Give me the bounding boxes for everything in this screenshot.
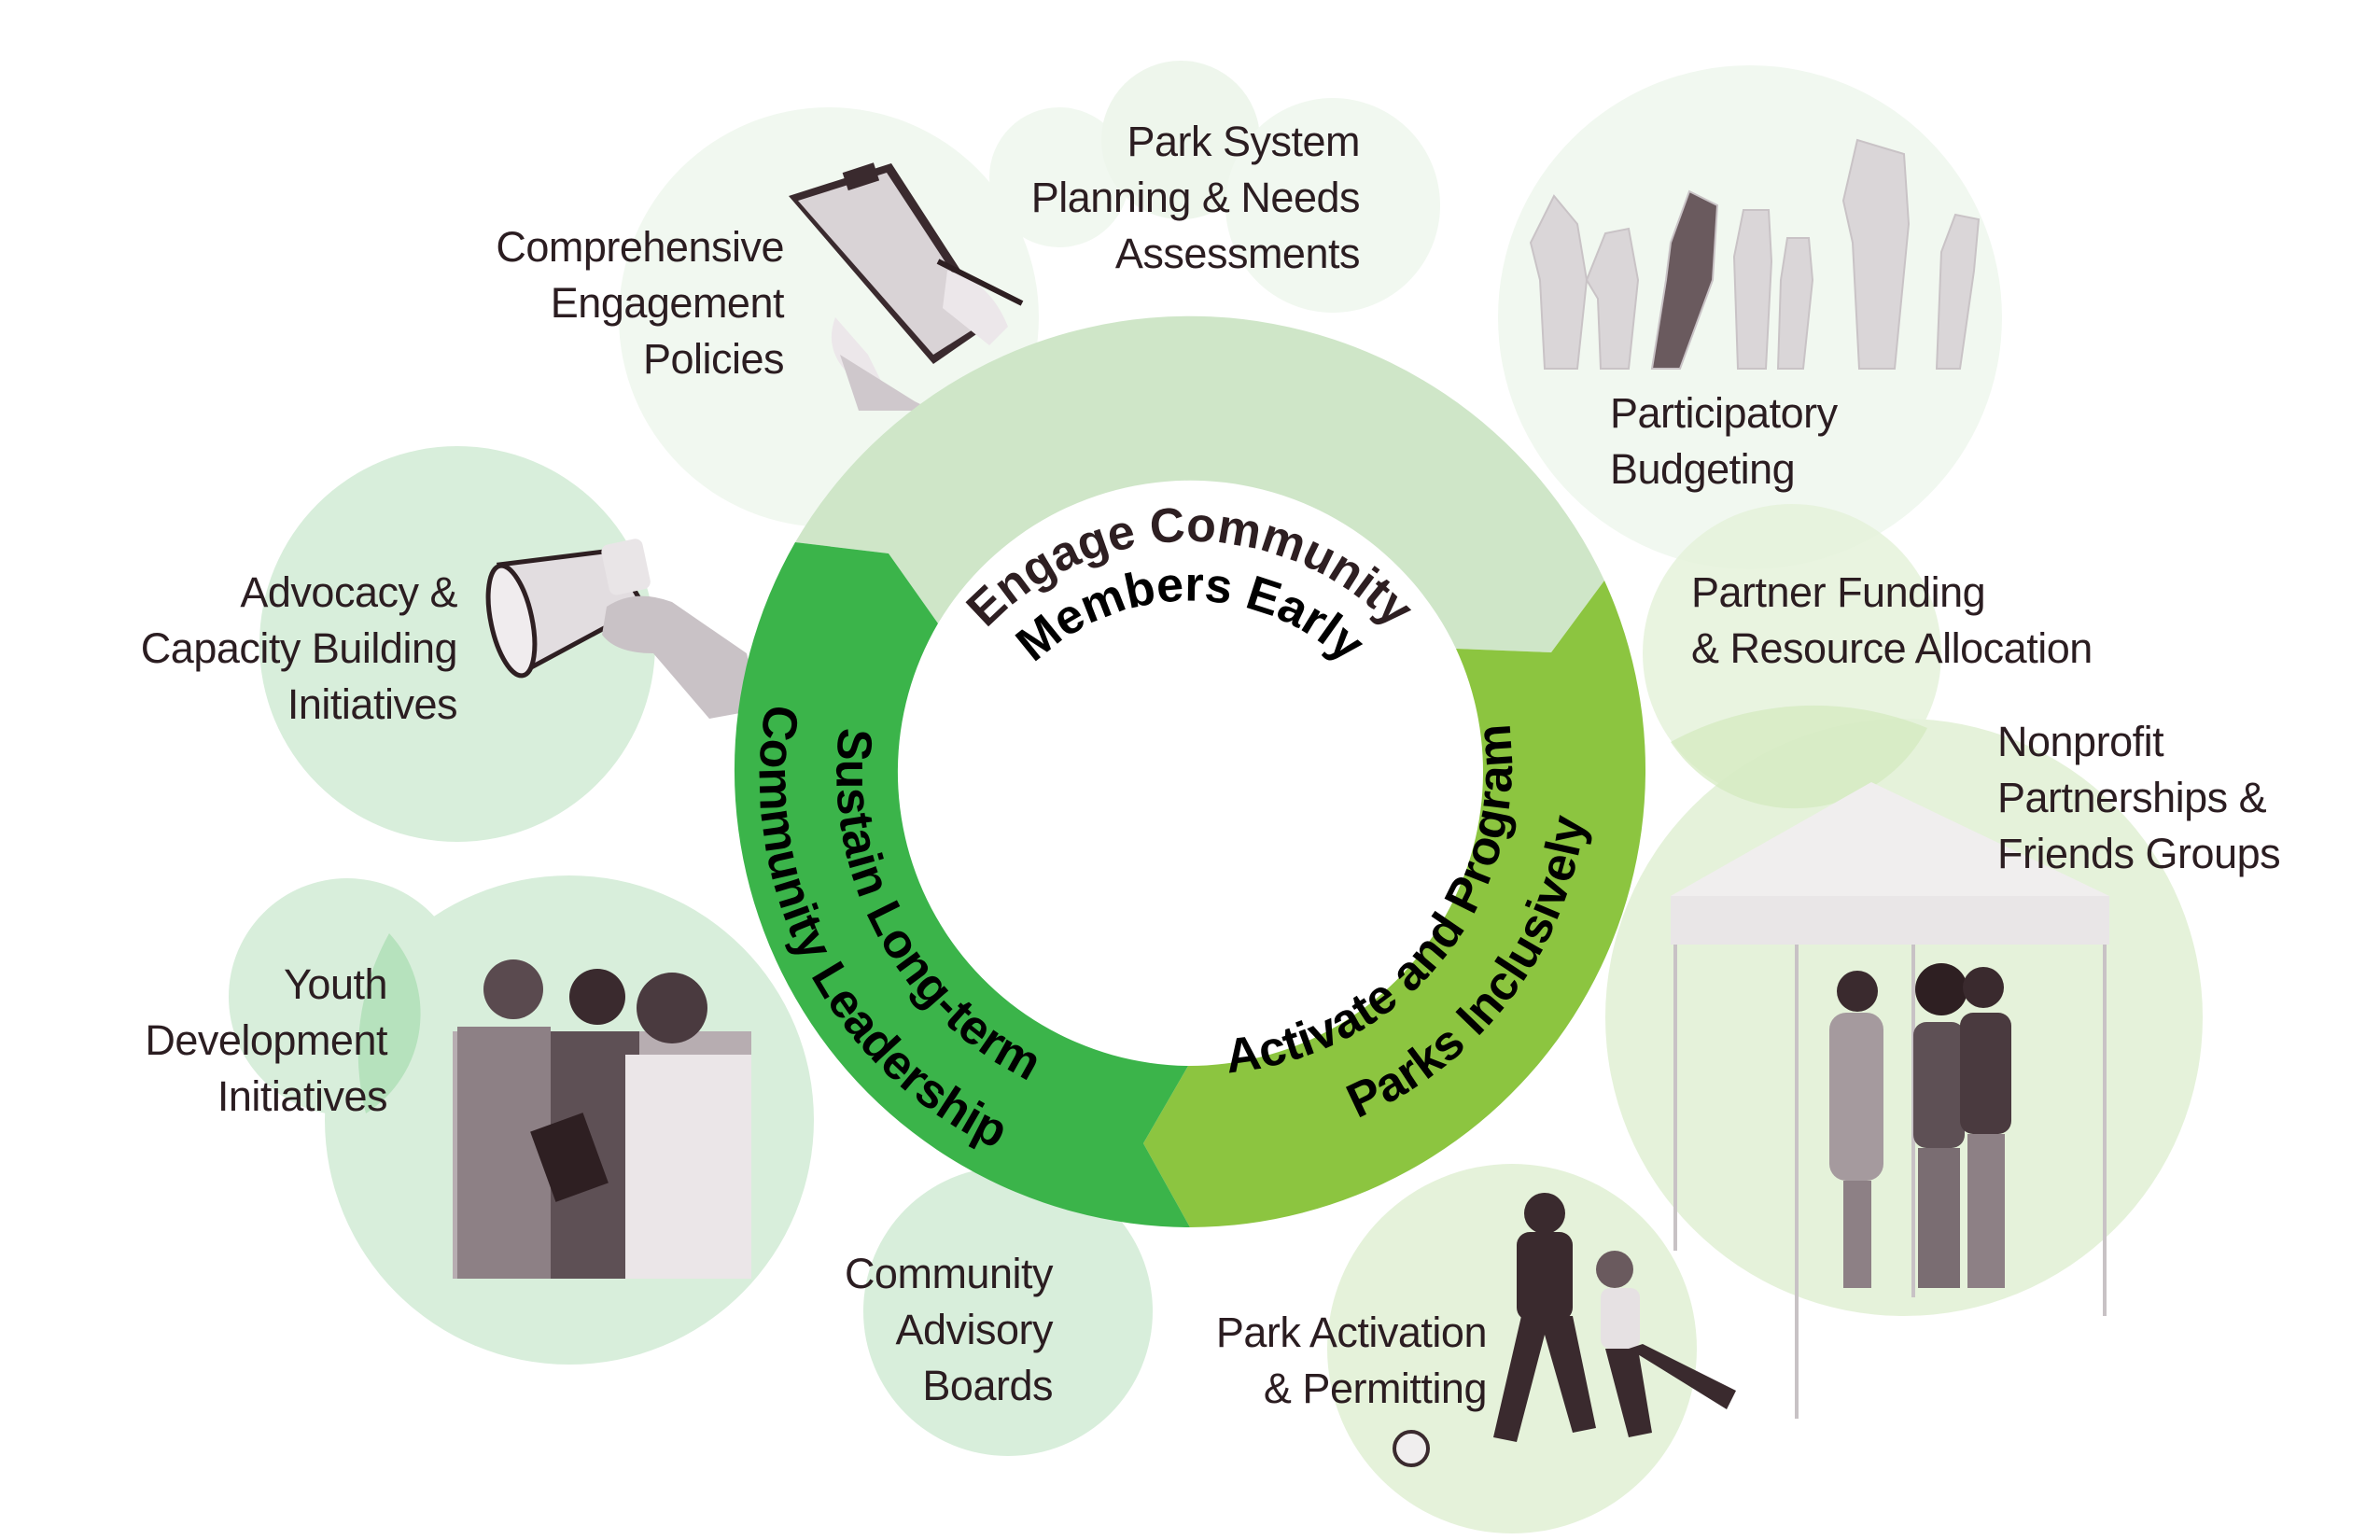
clipboard-photo	[789, 162, 1024, 411]
soccer-players-photo	[1393, 1193, 1736, 1467]
tent-people-photo	[1671, 782, 2109, 1419]
cycle-ring: Engage Community Members Early Activate …	[734, 315, 1646, 1227]
circle-park-system-a	[989, 107, 1129, 247]
circle-park-system-c	[1225, 98, 1440, 313]
ring-segment-activate	[1143, 581, 1646, 1227]
label-participatory: Participatory Budgeting	[1610, 389, 1838, 493]
ring-segment-sustain	[734, 542, 1190, 1227]
youth-group-photo	[453, 959, 751, 1279]
label-youth: Youth Development Initiatives	[145, 960, 387, 1120]
ring-segment-engage	[795, 315, 1604, 652]
circle-overlap-partner	[1671, 705, 1927, 809]
raised-hands-photo	[1529, 138, 1981, 370]
label-comprehensive: Comprehensive Engagement Policies	[496, 223, 784, 383]
label-advocacy: Advocacy & Capacity Building Initiatives	[140, 568, 458, 728]
circle-advisory	[863, 1167, 1153, 1456]
circle-park-system-b	[1101, 61, 1260, 219]
label-advisory: Community Advisory Boards	[844, 1250, 1054, 1409]
label-park-activation: Park Activation & Permitting	[1215, 1309, 1488, 1412]
circle-overlap-youth	[357, 933, 421, 1113]
megaphone-photo	[485, 539, 761, 719]
label-partner-funding: Partner Funding & Resource Allocation	[1691, 568, 2093, 672]
label-nonprofit: Nonprofit Partnerships & Friends Groups	[1997, 718, 2281, 877]
label-park-system: Park System Planning & Needs Assessments	[1030, 118, 1361, 277]
circle-advocacy	[259, 446, 655, 842]
